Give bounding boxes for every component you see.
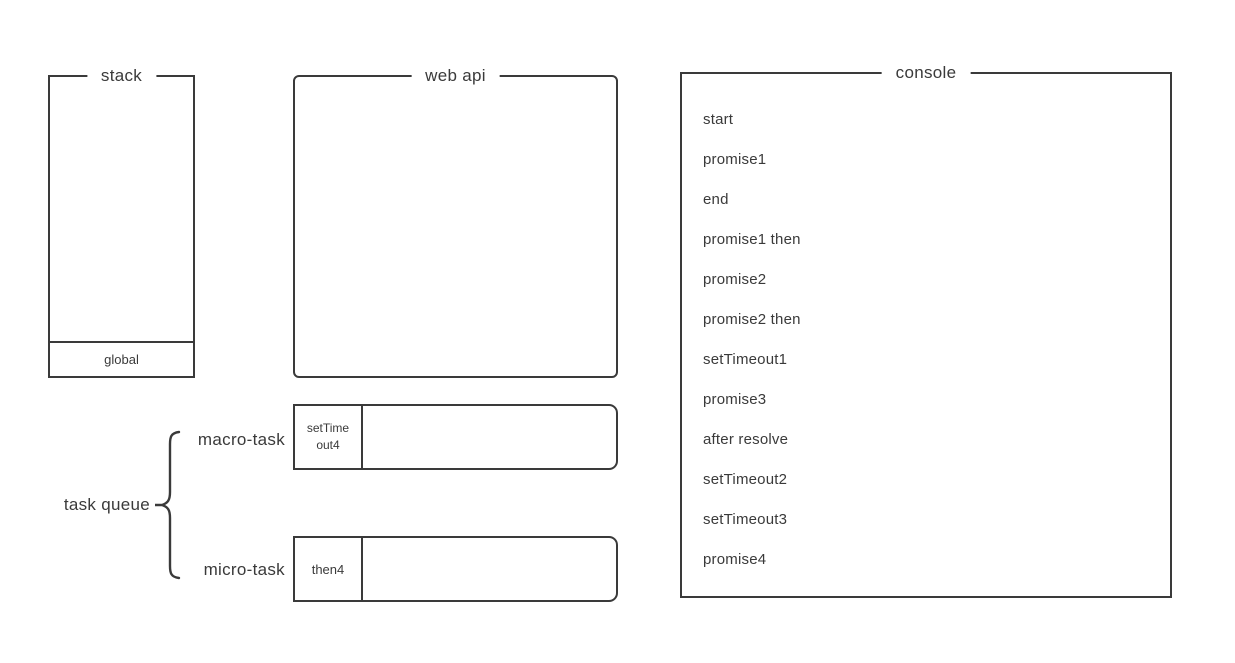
console-log-entry: promise3 (703, 390, 767, 408)
macro-task-queue-box: setTime out4 (293, 404, 618, 470)
macro-task-queue-item-line: setTime (306, 421, 350, 435)
web-api-box: web api (293, 66, 618, 378)
micro-task-queue-item: then4 (293, 536, 363, 602)
console-log-entry: start (703, 110, 734, 128)
console-log-entry: after resolve (703, 430, 789, 448)
task-queue-brace-icon (155, 430, 181, 580)
console-box: console start promise1 end promise1 then pro… (680, 63, 1172, 598)
console-log-entry: setTimeout3 (703, 510, 788, 528)
console-log-entry: promise2 then (703, 310, 801, 328)
console-log-entry: promise1 (703, 150, 767, 168)
console-log-entry: setTimeout2 (703, 470, 788, 488)
console-log-entry: promise4 (703, 550, 767, 568)
macro-task-queue-item-line: out4 (316, 438, 340, 452)
web-api-title: web api (411, 66, 500, 86)
console-log-entry: promise2 (703, 270, 767, 288)
stack-frame-label: global (104, 352, 139, 367)
micro-task-queue-item-label: then4 (311, 561, 345, 577)
stack-box: stack global (48, 66, 195, 378)
stack-frame-global: global (50, 341, 193, 376)
console-log-entry: setTimeout1 (703, 350, 788, 368)
macro-task-label: macro-task (197, 430, 285, 449)
console-log-entry: promise1 then (703, 230, 801, 248)
task-queue-label: task queue (63, 495, 150, 514)
console-log-list: start promise1 end promise1 then promise2 pro… (682, 74, 1170, 579)
console-title: console (881, 63, 971, 83)
micro-task-queue-box: then4 (293, 536, 618, 602)
console-log-entry: end (703, 190, 729, 208)
stack-title: stack (86, 66, 157, 86)
micro-task-label: micro-task (203, 560, 285, 579)
macro-task-queue-item: setTime out4 (293, 404, 363, 470)
